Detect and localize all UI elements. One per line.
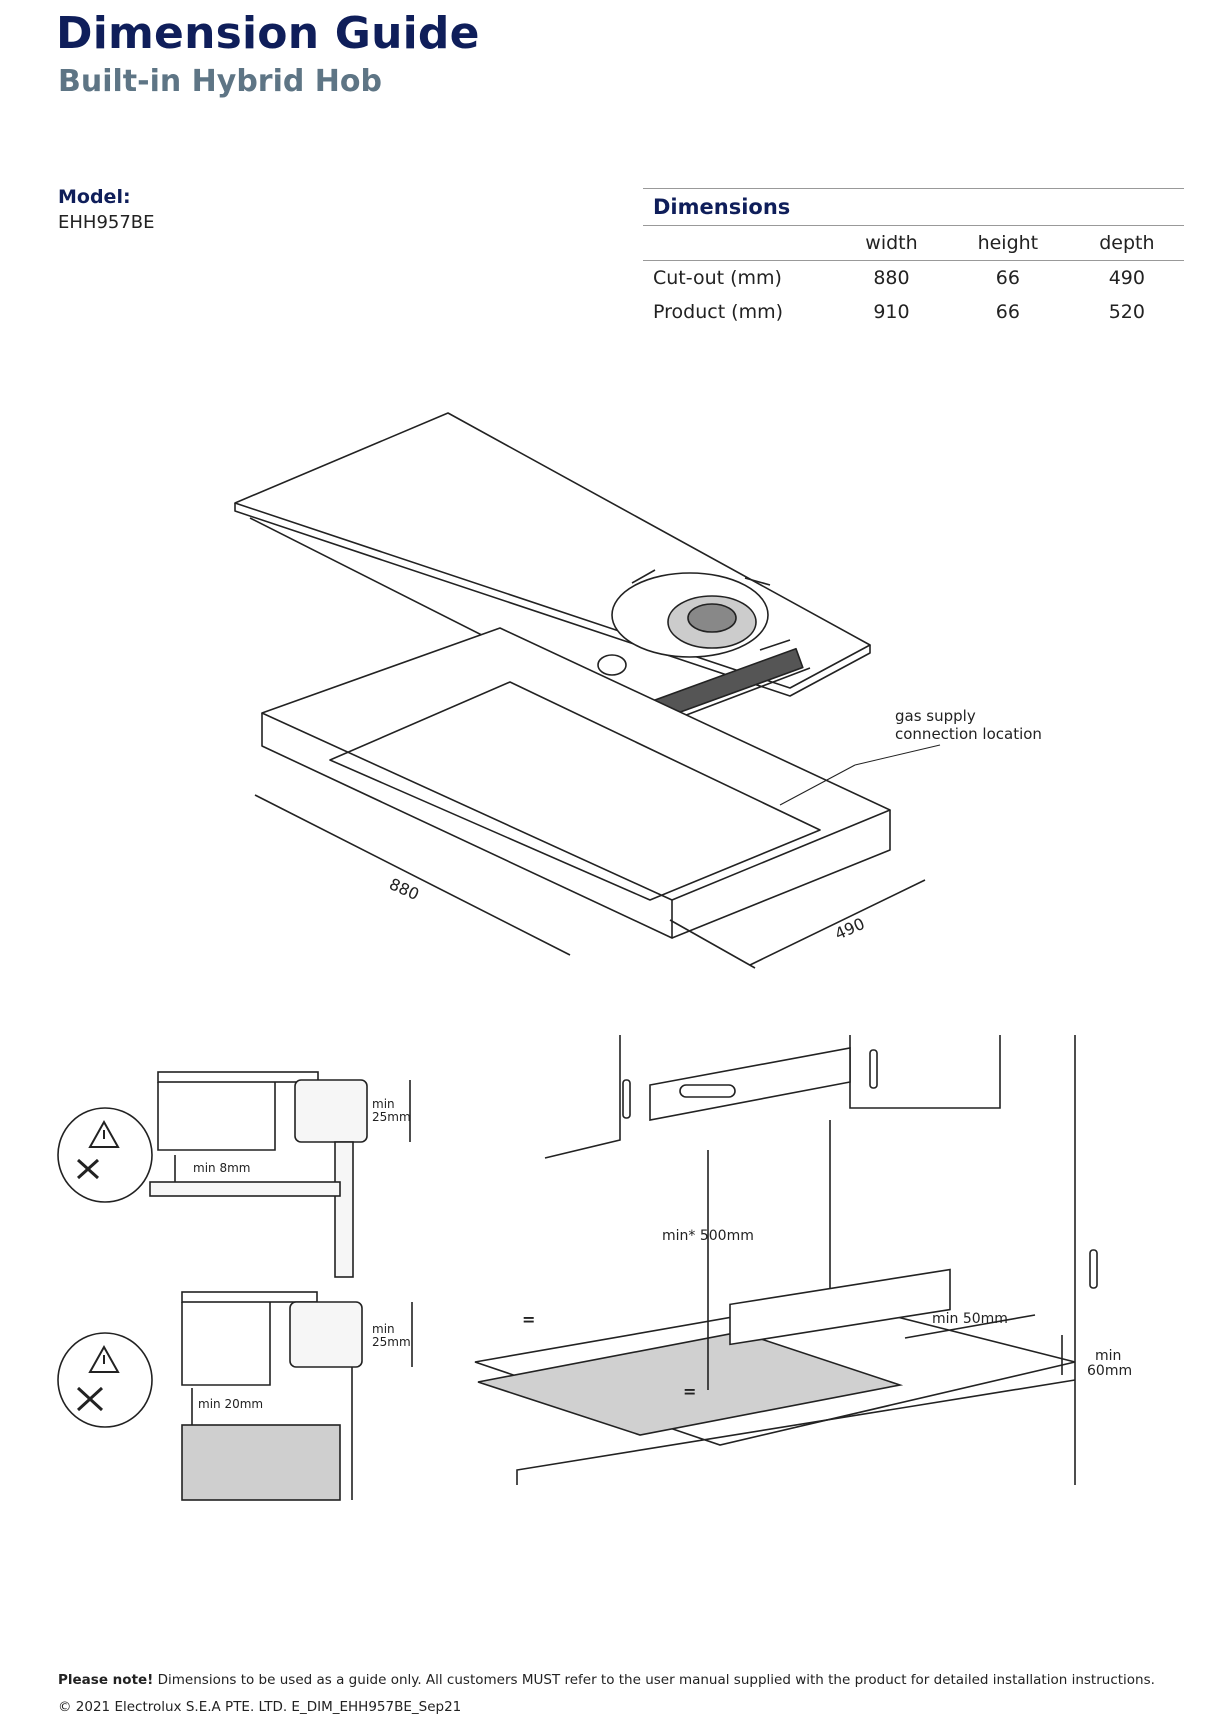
model-label: Model: (58, 186, 131, 208)
pan-support-arm (631, 569, 656, 584)
wall-cabinet-right (849, 1035, 1001, 1109)
pan-support-arm (744, 577, 771, 586)
wall-clearance-line (904, 1314, 1036, 1339)
depth-dimension-line (749, 879, 926, 966)
page-title: Dimension Guide (56, 8, 480, 59)
upper-gap-label: min 8mm (193, 1161, 250, 1175)
footer-note: Please note! Dimensions to be used as a … (58, 1672, 1155, 1688)
column-depth: depth (1069, 225, 1184, 261)
warning-icon (88, 1119, 120, 1373)
knob-icon (597, 654, 627, 676)
cabinet-handle (1089, 1249, 1098, 1289)
hob-glass-section (157, 1071, 319, 1083)
hood-light (679, 1084, 736, 1098)
edge-clearance-label-line2: 60mm (1087, 1363, 1132, 1379)
cabinet-side-section (334, 1141, 354, 1278)
cell-value: 490 (1108, 267, 1145, 289)
countertop-section (289, 1301, 363, 1368)
cabinet-handle (869, 1049, 878, 1089)
hob-body-section (157, 1082, 276, 1151)
gas-leader-line (779, 764, 856, 806)
cutout-box-side (671, 810, 891, 939)
cell-value: 910 (873, 301, 910, 323)
dimensions-table: Dimensions width height depth Cut-out (m… (643, 188, 1184, 329)
edge-clearance-label-line1: min (1095, 1348, 1121, 1364)
upper-side-label-line1: min (372, 1097, 395, 1111)
cooker-hood (649, 1047, 851, 1121)
pan-support-arm (759, 639, 791, 651)
cell-value: 520 (1108, 301, 1145, 323)
row-label: Cut-out (mm) (653, 267, 782, 289)
burner-cap-inner (687, 603, 737, 633)
cross-icon (76, 1158, 104, 1412)
cutout-opening (329, 681, 821, 901)
hob-glass-edge (234, 503, 871, 697)
lower-gap-label: min 20mm (198, 1397, 263, 1411)
hob-body-section (181, 1302, 271, 1386)
page-subtitle: Built-in Hybrid Hob (58, 64, 382, 99)
gas-label-line1: gas supply (895, 707, 976, 725)
row-label: Product (mm) (653, 301, 784, 323)
cell-value: 66 (995, 267, 1020, 289)
table-header-row: width height depth (643, 225, 1184, 261)
lower-side-label-line1: min (372, 1322, 395, 1336)
lower-side-label-line2: 25mm (372, 1335, 411, 1349)
base-cabinet-drawer (729, 1268, 951, 1346)
countertop-front-edge (516, 1379, 1076, 1485)
gas-label-line2: connection location (895, 725, 1042, 743)
column-height: height (945, 225, 1070, 261)
hood-clearance-label: min* 500mm (662, 1228, 754, 1244)
gas-leader-line (854, 744, 941, 766)
column-width: width (837, 225, 946, 261)
dimension-extension (669, 919, 756, 969)
table-row: Product (mm) 910 66 520 (643, 295, 1184, 329)
warning-callout (57, 1332, 153, 1428)
cabinet-handle (622, 1079, 631, 1119)
shelf-section (149, 1181, 341, 1197)
width-dimension-line (254, 794, 571, 956)
footer-note-text: Dimensions to be used as a guide only. A… (153, 1672, 1155, 1688)
cell-value: 66 (995, 301, 1020, 323)
model-number: EHH957BE (58, 212, 155, 233)
wall-cabinet-left (544, 1035, 621, 1159)
dimensions-heading: Dimensions (643, 188, 1184, 226)
countertop-section (294, 1079, 368, 1143)
table-row: Cut-out (mm) 880 66 490 (643, 261, 1184, 296)
upper-side-label-line2: 25mm (372, 1110, 411, 1124)
hob-glass-section (181, 1291, 318, 1303)
drawer-section (181, 1424, 341, 1501)
warning-callout (57, 1107, 153, 1203)
equal-mark: = (683, 1382, 696, 1401)
hob-outline (477, 1331, 904, 1436)
footer-copyright: © 2021 Electrolux S.E.A PTE. LTD. E_DIM_… (58, 1699, 462, 1715)
wall-clearance-label: min 50mm (932, 1311, 1008, 1327)
cell-value: 880 (873, 267, 910, 289)
equal-mark: = (522, 1310, 535, 1329)
footer-note-bold: Please note! (58, 1672, 154, 1688)
cutout-box-front (261, 713, 673, 939)
